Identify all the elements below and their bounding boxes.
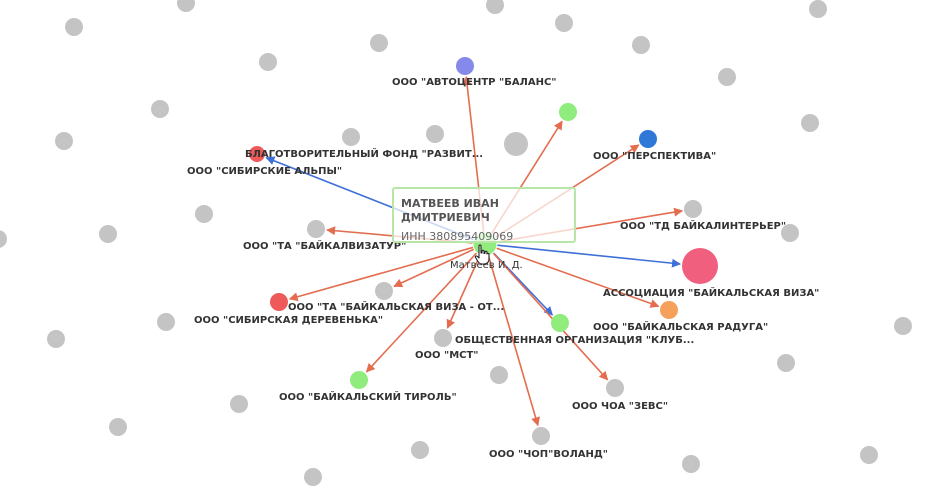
edge-assoc_viza xyxy=(496,244,681,268)
node-zevs[interactable] xyxy=(606,379,624,397)
edge-sib_derev xyxy=(288,246,474,302)
node-blagotvor[interactable] xyxy=(249,146,265,162)
background-node[interactable] xyxy=(230,395,248,413)
node-labels: ООО "АВТОЦЕНТР "БАЛАНС" ООО "ПЕРСПЕКТИВА"… xyxy=(187,77,819,460)
background-node[interactable] xyxy=(777,354,795,372)
background-node[interactable] xyxy=(682,455,700,473)
node-voland[interactable] xyxy=(532,427,550,445)
background-node[interactable] xyxy=(632,36,650,54)
node-sib_derev[interactable] xyxy=(270,293,288,311)
node-sib_alpy[interactable] xyxy=(342,128,360,146)
edge-baik_raduga xyxy=(496,247,660,308)
label-avtocentr: ООО "АВТОЦЕНТР "БАЛАНС" xyxy=(392,77,557,88)
background-node[interactable] xyxy=(47,330,65,348)
edge-baik_tirol xyxy=(365,252,478,373)
background-node[interactable] xyxy=(304,468,322,486)
background-node[interactable] xyxy=(177,0,195,12)
node-assoc_viza[interactable] xyxy=(682,248,718,284)
node-baikalvizatur[interactable] xyxy=(307,220,325,238)
background-node[interactable] xyxy=(195,205,213,223)
nodes xyxy=(249,57,718,445)
node-green_top[interactable] xyxy=(559,103,577,121)
background-node[interactable] xyxy=(555,14,573,32)
node-perspektiva[interactable] xyxy=(639,130,657,148)
background-node[interactable] xyxy=(801,114,819,132)
node-obsch_org[interactable] xyxy=(551,314,569,332)
label-obsch_org: ОБЩЕСТВЕННАЯ ОРГАНИЗАЦИЯ "КЛУБ... xyxy=(455,335,694,346)
node-avtocentr[interactable] xyxy=(456,57,474,75)
background-node[interactable] xyxy=(157,313,175,331)
label-perspektiva: ООО "ПЕРСПЕКТИВА" xyxy=(593,151,716,162)
background-node[interactable] xyxy=(411,441,429,459)
background-node[interactable] xyxy=(781,224,799,242)
edge-mst xyxy=(446,254,481,329)
label-baikalinterier: ООО "ТД БАЙКАЛИНТЕРЬЕР" xyxy=(620,219,786,232)
label-zevs: ООО ЧОА "ЗЕВС" xyxy=(572,401,668,412)
background-node[interactable] xyxy=(809,0,827,18)
node-gray_top_big[interactable] xyxy=(504,132,528,156)
node-baik_tirol[interactable] xyxy=(350,371,368,389)
edge-ta_baik_viza xyxy=(393,248,475,288)
tooltip-inn: ИНН 380895409069 xyxy=(401,230,514,243)
label-baik_raduga: ООО "БАЙКАЛЬСКАЯ РАДУГА" xyxy=(593,320,768,333)
background-node[interactable] xyxy=(490,366,508,384)
label-blagotvor: БЛАГОТВОРИТЕЛЬНЫЙ ФОНД "РАЗВИТ... xyxy=(245,147,483,160)
node-baik_raduga[interactable] xyxy=(660,301,678,319)
background-node[interactable] xyxy=(894,317,912,335)
background-node[interactable] xyxy=(99,225,117,243)
edge-voland xyxy=(487,255,540,427)
node-baikalinterier[interactable] xyxy=(684,200,702,218)
background-node[interactable] xyxy=(259,53,277,71)
background-node[interactable] xyxy=(0,230,7,248)
background-node[interactable] xyxy=(718,68,736,86)
background-node[interactable] xyxy=(426,125,444,143)
hand-cursor-icon xyxy=(474,244,490,265)
background-node[interactable] xyxy=(109,418,127,436)
node-ta_baik_viza[interactable] xyxy=(375,282,393,300)
background-node[interactable] xyxy=(151,100,169,118)
background-node[interactable] xyxy=(65,18,83,36)
background-node[interactable] xyxy=(370,34,388,52)
background-node[interactable] xyxy=(55,132,73,150)
label-baikalvizatur: ООО "ТА "БАЙКАЛВИЗАТУР" xyxy=(243,239,406,252)
label-center: Матвеев И. Д. xyxy=(450,260,523,271)
background-nodes xyxy=(0,0,912,486)
label-voland: ООО "ЧОП"ВОЛАНД" xyxy=(489,449,608,460)
label-ta_baik_viza: ООО "ТА "БАЙКАЛЬСКАЯ ВИЗА - ОТ... xyxy=(288,300,504,313)
background-node[interactable] xyxy=(486,0,504,14)
background-node[interactable] xyxy=(860,446,878,464)
tooltip-person-name: МАТВЕЕВ ИВАН ДМИТРИЕВИЧ xyxy=(401,197,499,224)
node-mst[interactable] xyxy=(434,329,452,347)
node-tooltip: МАТВЕЕВ ИВАН ДМИТРИЕВИЧ ИНН 380895409069 xyxy=(392,187,576,243)
label-sib_alpy: ООО "СИБИРСКИЕ АЛЬПЫ" xyxy=(187,166,342,177)
label-baik_tirol: ООО "БАЙКАЛЬСКИЙ ТИРОЛЬ" xyxy=(279,390,457,403)
edge-zevs xyxy=(492,252,609,381)
label-assoc_viza: АССОЦИАЦИЯ "БАЙКАЛЬСКАЯ ВИЗА" xyxy=(603,286,819,299)
label-mst: ООО "МСТ" xyxy=(415,350,479,361)
label-sib_derev: ООО "СИБИРСКАЯ ДЕРЕВЕНЬКА" xyxy=(194,315,383,326)
